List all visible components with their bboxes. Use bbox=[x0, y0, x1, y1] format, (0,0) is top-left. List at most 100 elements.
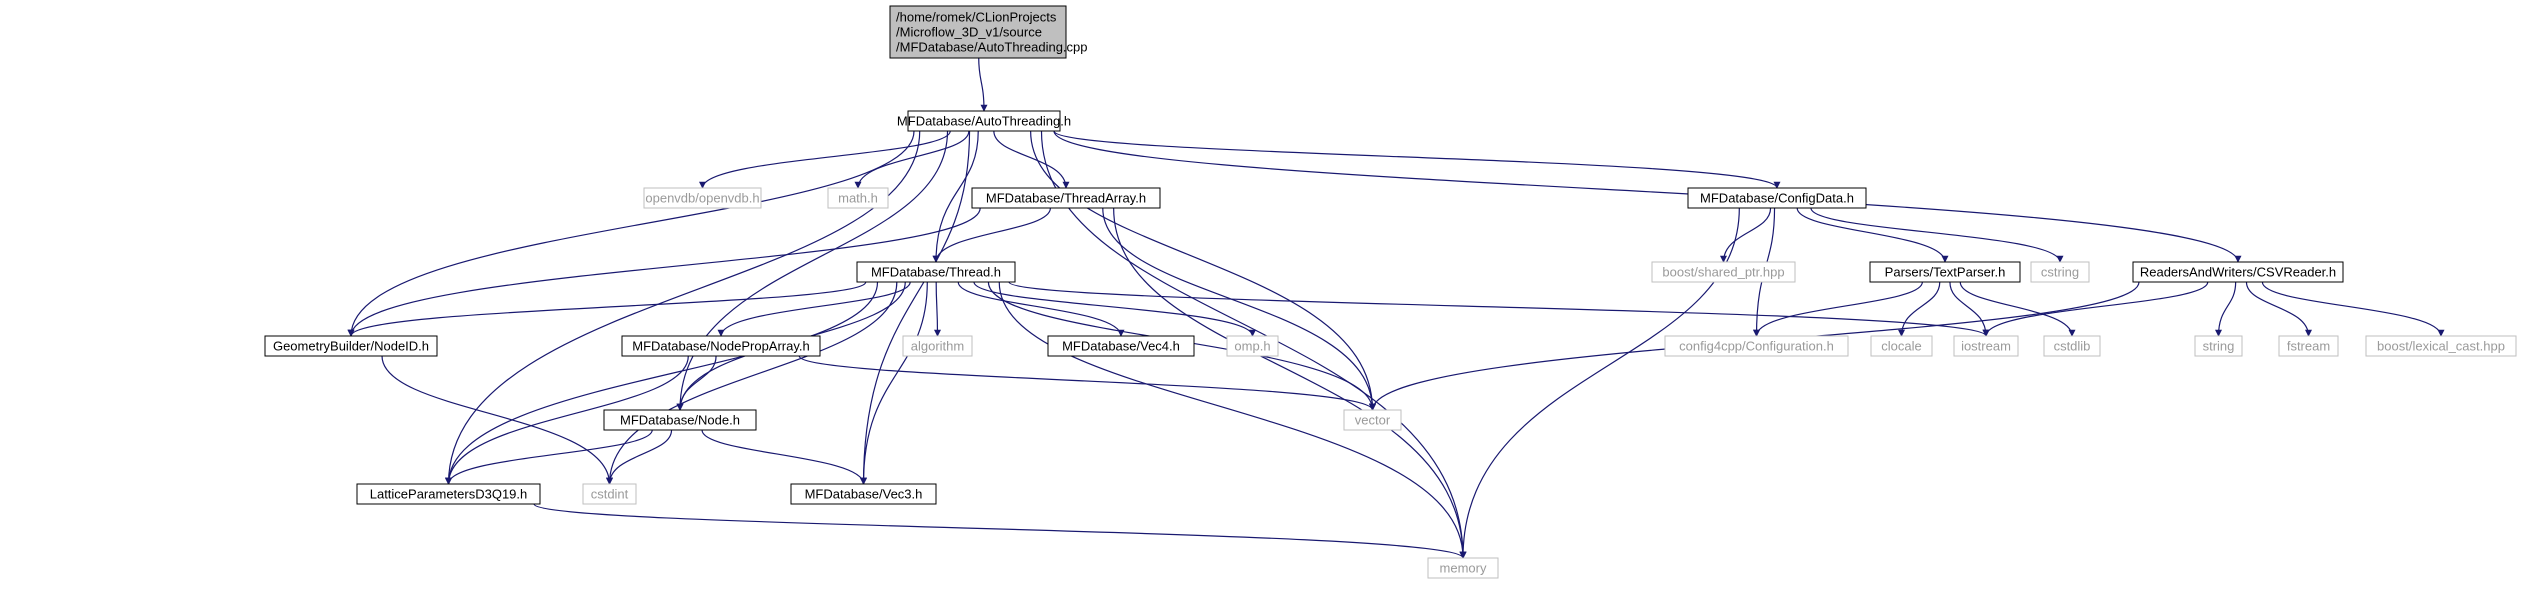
edge-threadarray-h-to-vector bbox=[1102, 207, 1376, 411]
node-label-vec3-h: MFDatabase/Vec3.h bbox=[805, 487, 923, 502]
node-label-omp-h: omp.h bbox=[1234, 339, 1270, 354]
node-box-cstdint bbox=[582, 483, 637, 505]
node-label-algorithm: algorithm bbox=[911, 339, 964, 354]
node-label-nodeproparray-h: MFDatabase/NodePropArray.h bbox=[632, 339, 810, 354]
node-box-node-h bbox=[603, 409, 757, 431]
node-root[interactable]: /home/romek/CLionProjects/Microflow_3D_v… bbox=[889, 5, 1088, 59]
node-autothreading-h[interactable]: MFDatabase/AutoThreading.h bbox=[897, 110, 1071, 132]
node-iostream: iostream bbox=[1953, 335, 2019, 357]
node-thread-h[interactable]: MFDatabase/Thread.h bbox=[856, 261, 1016, 283]
node-box-string bbox=[2194, 335, 2243, 357]
node-vec4-h[interactable]: MFDatabase/Vec4.h bbox=[1047, 335, 1195, 357]
node-label-openvdb: openvdb/openvdb.h bbox=[645, 191, 759, 206]
node-box-csvreader-h bbox=[2132, 261, 2344, 283]
node-memory: memory bbox=[1427, 557, 1499, 579]
node-label-string: string bbox=[2203, 339, 2235, 354]
node-label-boost-lexical-cast: boost/lexical_cast.hpp bbox=[2377, 339, 2505, 354]
edge-threadarray-h-to-thread-h bbox=[932, 207, 1051, 263]
node-box-algorithm bbox=[902, 335, 973, 357]
dependency-edges bbox=[347, 57, 2445, 559]
node-config4cpp: config4cpp/Configuration.h bbox=[1664, 335, 1849, 357]
edge-nodeproparray-h-to-lattice-h bbox=[445, 355, 689, 485]
node-node-h[interactable]: MFDatabase/Node.h bbox=[603, 409, 757, 431]
node-label-lattice-h: LatticeParametersD3Q19.h bbox=[370, 487, 528, 502]
node-cstdlib: cstdlib bbox=[2043, 335, 2101, 357]
node-label-cstdlib: cstdlib bbox=[2054, 339, 2091, 354]
node-label-clocale: clocale bbox=[1881, 339, 1921, 354]
edge-autothreading-h-to-openvdb bbox=[699, 130, 951, 189]
node-cstdint: cstdint bbox=[582, 483, 637, 505]
node-label-iostream: iostream bbox=[1961, 339, 2011, 354]
edge-node-h-to-vec3-h bbox=[701, 429, 867, 485]
node-label-cstdint: cstdint bbox=[591, 487, 629, 502]
edge-autothreading-h-to-nodeid-h bbox=[347, 130, 915, 337]
edge-node-h-to-cstdint bbox=[606, 429, 673, 485]
node-box-thread-h bbox=[856, 261, 1016, 283]
node-textparser-h[interactable]: Parsers/TextParser.h bbox=[1869, 261, 2021, 283]
node-box-cstring bbox=[2030, 261, 2090, 283]
edge-autothreading-h-to-lattice-h bbox=[445, 130, 921, 485]
edge-autothreading-h-to-configdata-h bbox=[1053, 130, 1781, 189]
edge-node-h-to-lattice-h bbox=[445, 429, 653, 485]
edge-root-to-autothreading-h bbox=[978, 57, 988, 112]
edge-csvreader-h-to-iostream bbox=[1982, 281, 2209, 337]
node-openvdb: openvdb/openvdb.h bbox=[643, 187, 762, 209]
node-nodeid-h[interactable]: GeometryBuilder/NodeID.h bbox=[264, 335, 438, 357]
edge-thread-h-to-nodeproparray-h bbox=[717, 281, 911, 337]
edge-textparser-h-to-clocale bbox=[1898, 281, 1941, 337]
edge-threadarray-h-to-nodeid-h bbox=[347, 207, 981, 337]
edge-nodeproparray-h-to-node-h bbox=[676, 355, 717, 411]
node-box-threadarray-h bbox=[971, 187, 1161, 209]
node-label-threadarray-h: MFDatabase/ThreadArray.h bbox=[986, 191, 1146, 206]
node-label-memory: memory bbox=[1440, 561, 1487, 576]
edge-thread-h-to-vec3-h bbox=[860, 281, 928, 485]
node-nodeproparray-h[interactable]: MFDatabase/NodePropArray.h bbox=[621, 335, 821, 357]
node-box-lattice-h bbox=[356, 483, 541, 505]
node-omp-h: omp.h bbox=[1226, 335, 1279, 357]
node-box-omp-h bbox=[1226, 335, 1279, 357]
edge-autothreading-h-to-threadarray-h bbox=[993, 130, 1070, 189]
node-label-fstream: fstream bbox=[2287, 339, 2330, 354]
node-configdata-h[interactable]: MFDatabase/ConfigData.h bbox=[1687, 187, 1867, 209]
node-label-textparser-h: Parsers/TextParser.h bbox=[1885, 265, 2006, 280]
edge-thread-h-to-cstdint bbox=[606, 281, 898, 485]
node-vec3-h[interactable]: MFDatabase/Vec3.h bbox=[790, 483, 937, 505]
edge-thread-h-to-iostream bbox=[1008, 281, 1990, 337]
node-box-configdata-h bbox=[1687, 187, 1867, 209]
edge-thread-h-to-memory bbox=[998, 281, 1467, 559]
node-box-boost-lexical-cast bbox=[2365, 335, 2517, 357]
node-box-config4cpp bbox=[1664, 335, 1849, 357]
edge-nodeproparray-h-to-vector bbox=[798, 355, 1376, 411]
node-clocale: clocale bbox=[1870, 335, 1933, 357]
node-label-csvreader-h: ReadersAndWriters/CSVReader.h bbox=[2140, 265, 2336, 280]
node-cstring: cstring bbox=[2030, 261, 2090, 283]
node-csvreader-h[interactable]: ReadersAndWriters/CSVReader.h bbox=[2132, 261, 2344, 283]
dependency-nodes: /home/romek/CLionProjects/Microflow_3D_v… bbox=[264, 5, 2517, 579]
edge-csvreader-h-to-fstream bbox=[2245, 281, 2312, 337]
edge-threadarray-h-to-memory bbox=[1113, 207, 1467, 559]
edge-lattice-h-to-memory bbox=[533, 503, 1467, 559]
node-label-thread-h: MFDatabase/Thread.h bbox=[871, 265, 1001, 280]
edge-thread-h-to-nodeid-h bbox=[347, 281, 867, 337]
node-fstream: fstream bbox=[2278, 335, 2339, 357]
node-box-nodeproparray-h bbox=[621, 335, 821, 357]
node-box-textparser-h bbox=[1869, 261, 2021, 283]
node-boost-shared-ptr: boost/shared_ptr.hpp bbox=[1651, 261, 1796, 283]
node-vector: vector bbox=[1343, 409, 1402, 431]
edge-configdata-h-to-textparser-h bbox=[1796, 207, 1949, 263]
edge-configdata-h-to-boost-shared-ptr bbox=[1720, 207, 1772, 263]
node-box-clocale bbox=[1870, 335, 1933, 357]
node-box-nodeid-h bbox=[264, 335, 438, 357]
node-box-vector bbox=[1343, 409, 1402, 431]
node-lattice-h[interactable]: LatticeParametersD3Q19.h bbox=[356, 483, 541, 505]
node-string: string bbox=[2194, 335, 2243, 357]
edge-autothreading-h-to-thread-h bbox=[932, 130, 979, 263]
node-label-root: /home/romek/CLionProjects bbox=[896, 10, 1057, 25]
edge-autothreading-h-to-csvreader-h bbox=[1053, 130, 2242, 263]
node-box-boost-shared-ptr bbox=[1651, 261, 1796, 283]
node-threadarray-h[interactable]: MFDatabase/ThreadArray.h bbox=[971, 187, 1161, 209]
node-box-openvdb bbox=[643, 187, 762, 209]
edge-autothreading-h-to-vec3-h bbox=[860, 130, 971, 485]
node-box-vec4-h bbox=[1047, 335, 1195, 357]
